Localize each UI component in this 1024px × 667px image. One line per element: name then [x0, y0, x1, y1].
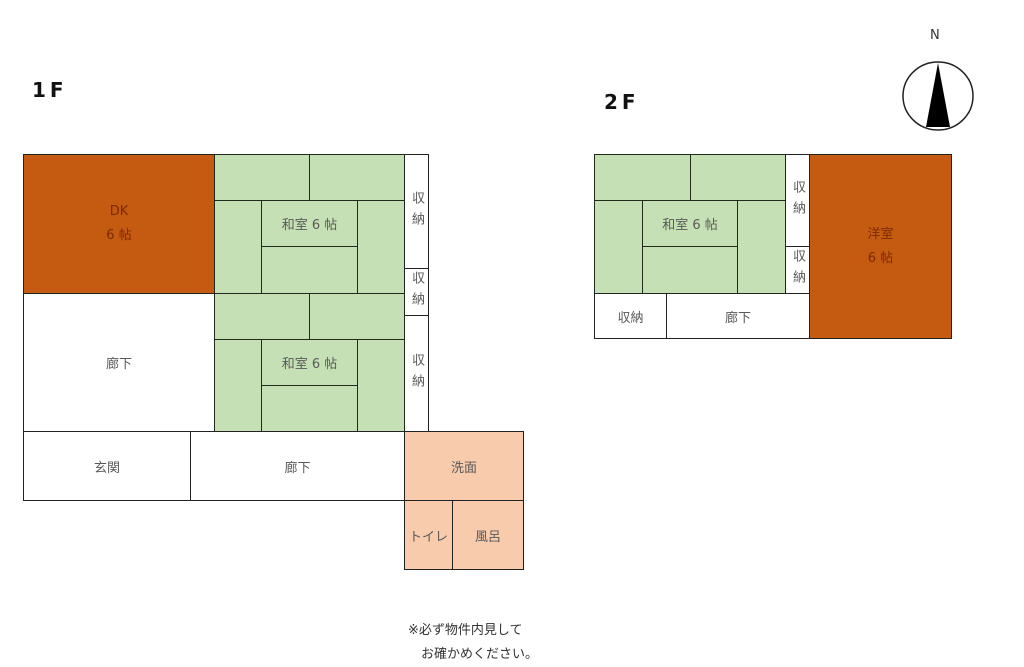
room-bath: 風呂: [452, 500, 524, 570]
room-washroom: 洗面: [404, 431, 524, 501]
floor-label-1f: 1F: [32, 78, 68, 102]
tatami-mat: [214, 293, 310, 340]
tatami-mat: [594, 154, 691, 201]
tatami-mat: [261, 246, 358, 294]
tatami-mat: [594, 200, 643, 294]
room-label-closet: 収納: [409, 352, 424, 395]
room-label-closet: 収納: [790, 249, 805, 291]
tatami-mat: [309, 154, 405, 201]
room-closet-2f-1: 収納: [785, 154, 810, 247]
room-closet-2f-bottom: 収納: [594, 293, 667, 339]
room-hallway-left: 廊下: [23, 293, 215, 432]
tatami-mat: [214, 200, 262, 294]
tatami-mat: [309, 293, 405, 340]
room-hallway-2f: 廊下: [666, 293, 810, 339]
tatami-mat: [261, 385, 358, 432]
room-dk: DK 6 帖: [23, 154, 215, 294]
room-label-washitsu-lower: 和室 6 帖: [281, 357, 338, 372]
room-label-washitsu-upper: 和室 6 帖: [281, 218, 338, 233]
tatami-mat: [261, 339, 358, 386]
tatami-mat: [357, 339, 405, 432]
disclaimer-note: ※必ず物件内見して お確かめください。: [408, 623, 539, 662]
room-label-closet: 収納: [409, 271, 424, 313]
room-yoshitsu: 洋室 6 帖: [809, 154, 952, 339]
tatami-mat: [357, 200, 405, 294]
room-toilet: トイレ: [404, 500, 453, 570]
tatami-mat: [214, 154, 310, 201]
room-closet-3: 収納: [404, 315, 429, 432]
compass-north-label: N: [930, 28, 940, 43]
tatami-mat: [737, 200, 786, 294]
room-closet-1: 収納: [404, 154, 429, 269]
room-label-washitsu-2f: 和室 6 帖: [662, 218, 718, 233]
room-hallway-bottom: 廊下: [190, 431, 405, 501]
room-closet-2f-2: 収納: [785, 246, 810, 294]
room-label-closet: 収納: [409, 190, 424, 233]
room-closet-2: 収納: [404, 268, 429, 316]
tatami-mat: [642, 246, 738, 294]
tatami-mat: [214, 339, 262, 432]
tatami-mat: [690, 154, 786, 201]
room-label-closet: 収納: [790, 179, 805, 222]
north-arrow-icon: [902, 61, 974, 131]
room-entrance: 玄関: [23, 431, 191, 501]
floor-label-2f: 2F: [604, 90, 640, 114]
